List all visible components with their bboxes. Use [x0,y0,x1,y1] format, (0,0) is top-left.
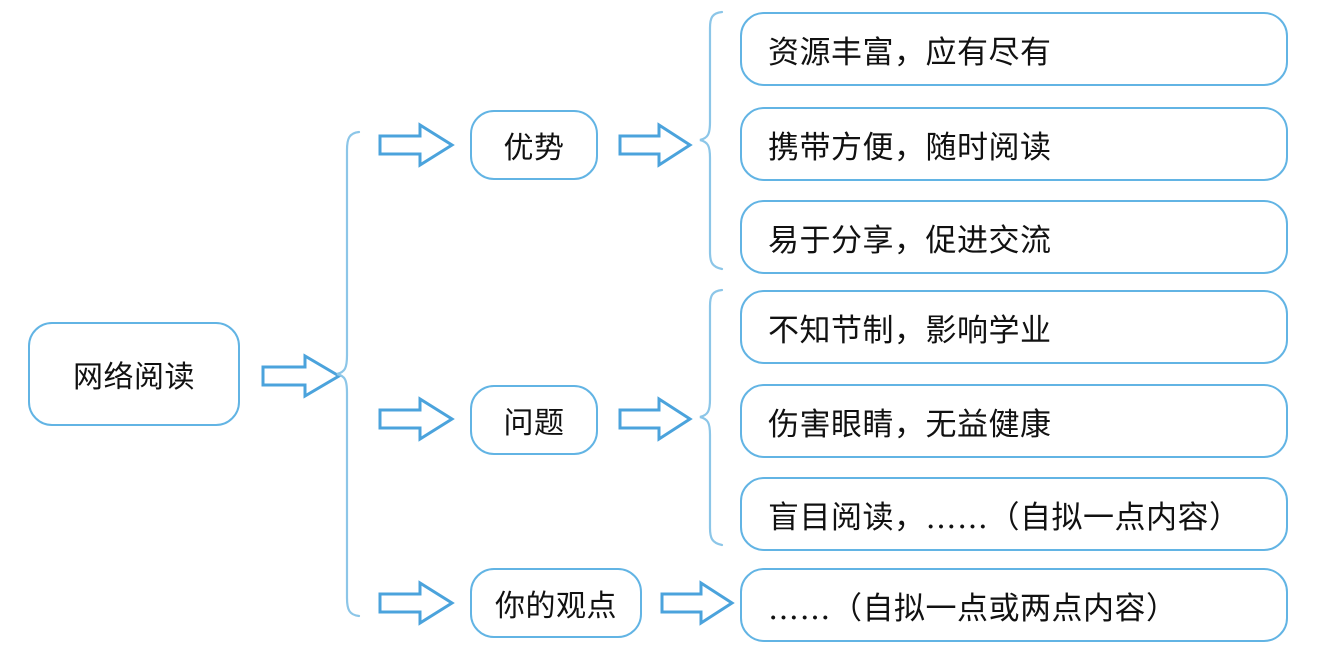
arrow-root-to-branches [261,352,342,400]
branch-node-1[interactable]: 优势 [470,110,598,180]
root-node[interactable]: 网络阅读 [28,322,240,426]
leaf-node-2-1-label: 不知节制，影响学业 [768,312,1052,349]
branch-node-2[interactable]: 问题 [470,385,598,455]
brace-branch-1-items [698,10,724,272]
leaf-node-1-1-label: 资源丰富，应有尽有 [768,34,1052,71]
branch-node-3[interactable]: 你的观点 [470,568,642,638]
root-node-label: 网络阅读 [73,360,195,395]
branch-node-3-label: 你的观点 [495,589,617,624]
arrow-to-branch-1 [378,122,455,168]
arrow-to-branch-2 [378,396,455,442]
arrow-branch-3-to-items [660,580,735,626]
leaf-node-3-1-label: ……（自拟一点或两点内容） [768,590,1178,627]
branch-node-1-label: 优势 [503,131,565,166]
leaf-node-2-1[interactable]: 不知节制，影响学业 [740,290,1288,364]
leaf-node-2-3[interactable]: 盲目阅读，……（自拟一点内容） [740,477,1288,551]
arrow-branch-1-to-items [618,122,693,168]
leaf-node-3-1[interactable]: ……（自拟一点或两点内容） [740,568,1288,642]
leaf-node-1-2[interactable]: 携带方便，随时阅读 [740,107,1288,181]
arrow-to-branch-3 [378,580,455,626]
leaf-node-1-2-label: 携带方便，随时阅读 [768,129,1052,166]
branch-node-2-label: 问题 [503,406,565,441]
leaf-node-2-2-label: 伤害眼睛，无益健康 [768,406,1052,443]
brace-main-branches [335,130,361,618]
leaf-node-2-3-label: 盲目阅读，……（自拟一点内容） [768,499,1241,536]
leaf-node-1-3[interactable]: 易于分享，促进交流 [740,200,1288,274]
leaf-node-1-1[interactable]: 资源丰富，应有尽有 [740,12,1288,86]
leaf-node-1-3-label: 易于分享，促进交流 [768,222,1052,259]
brace-branch-2-items [698,288,724,548]
arrow-branch-2-to-items [618,396,693,442]
leaf-node-2-2[interactable]: 伤害眼睛，无益健康 [740,384,1288,458]
